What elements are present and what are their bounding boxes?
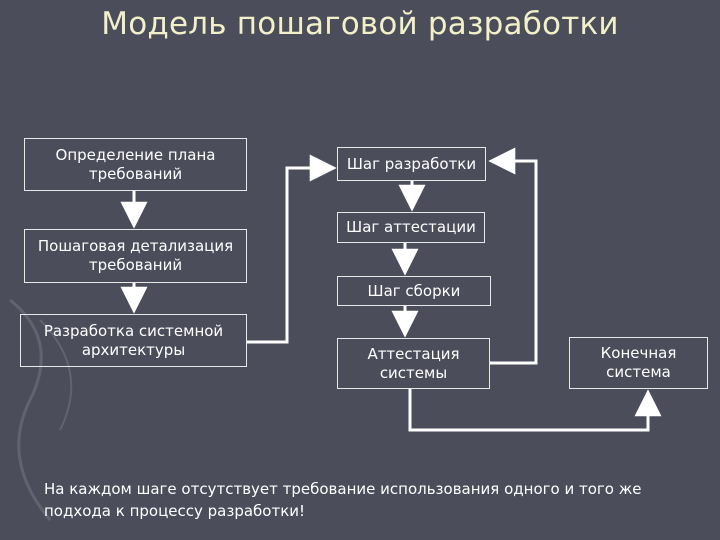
arrow-loop-back bbox=[488, 147, 538, 365]
node-plan-requirements: Определение плана требований bbox=[24, 138, 247, 191]
background-decoration bbox=[9, 298, 73, 521]
arrow-sys-attest-to-final bbox=[408, 389, 662, 432]
node-detail-requirements: Пошаговая детализация требований bbox=[24, 229, 247, 283]
node-build-step: Шаг сборки bbox=[337, 276, 491, 306]
node-development-step: Шаг разработки bbox=[337, 147, 486, 181]
node-system-attestation: Аттестация системы bbox=[337, 338, 490, 389]
arrow-arch-to-dev-step bbox=[247, 154, 337, 344]
page-title: Модель пошаговой разработки bbox=[101, 6, 619, 42]
node-final-system: Конечная система bbox=[569, 337, 708, 389]
node-attestation-step: Шаг аттестации bbox=[337, 212, 485, 243]
footnote: На каждом шаге отсутствует требование ис… bbox=[44, 480, 642, 520]
node-system-architecture: Разработка системной архитектуры bbox=[20, 314, 247, 367]
